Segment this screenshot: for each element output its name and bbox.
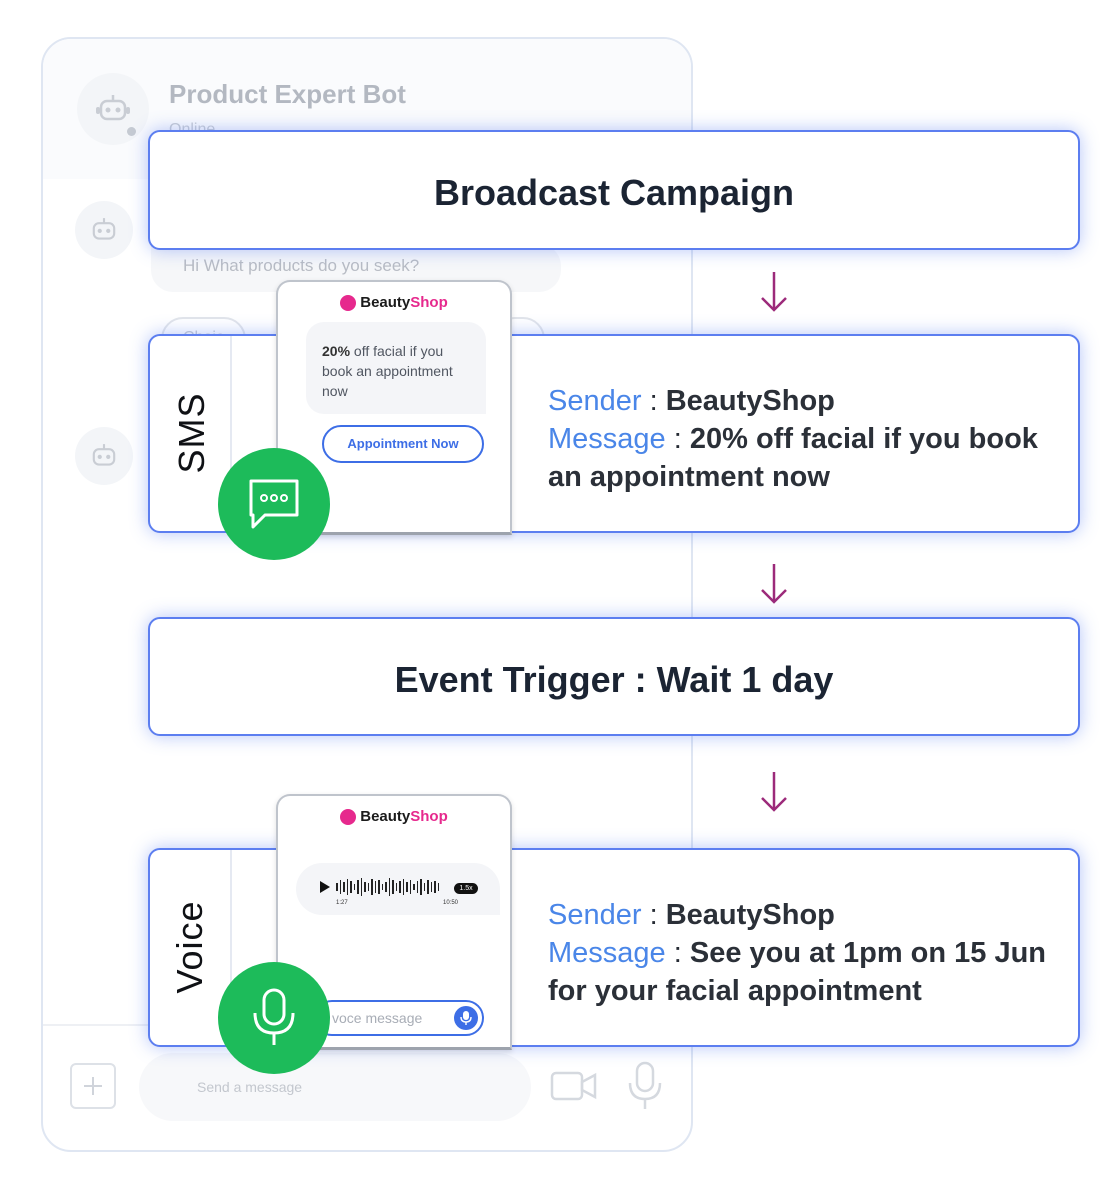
sms-channel-label: SMS [171,392,212,474]
microphone-icon[interactable] [625,1061,665,1116]
sms-bubble-text: off facial if you book an appointment no… [322,343,453,399]
robot-icon [75,201,133,259]
message-value: See you at 1pm on 15 Jun for your facial… [548,937,1047,1007]
separator: : [673,937,682,969]
sender-value: BeautyShop [665,899,835,931]
waveform-bar [420,879,422,895]
waveform-bar [353,884,355,890]
play-icon[interactable] [320,881,330,893]
waveform-bar [388,878,390,896]
voice-channel-label: Voice [169,900,210,994]
voice-input-placeholder: voce message [332,1010,423,1026]
online-indicator [127,127,136,136]
sms-details: Sender : BeautyShop Message : 20% off fa… [548,382,1068,496]
robot-icon [75,427,133,485]
waveform-bar [371,879,373,895]
sender-key: Sender [548,899,642,931]
sender-value: BeautyShop [665,385,835,417]
message-key: Message [548,937,666,969]
waveform-bar [416,881,418,893]
sms-bubble-bold: 20% [322,343,351,359]
waveform-bar [430,882,432,892]
broadcast-campaign-title: Broadcast Campaign [433,172,795,213]
brand-name-part2: Shop [410,294,448,311]
waveform-bar [339,880,341,894]
separator: : [673,423,682,455]
microphone-icon [218,962,330,1074]
sender-key: Sender [548,385,642,417]
plus-icon[interactable] [70,1063,116,1109]
waveform-bar [402,879,404,895]
arrow-down-icon [761,272,787,312]
waveform-bar [427,880,429,894]
waveform-bar [406,882,408,892]
channel-column: SMS [150,336,232,531]
waveform-bar [364,882,366,892]
brand-name-part1: Beauty [360,294,411,311]
waveform-bar [343,882,345,892]
time-elapsed: 1:27 [336,900,348,906]
voice-details: Sender : BeautyShop Message : See you at… [548,896,1068,1010]
event-trigger-box: Event Trigger : Wait 1 day [148,617,1080,736]
time-total: 10:50 [443,900,459,906]
voice-message-bubble: 1.5x 1:27 10:50 [296,863,500,915]
brand-name-part1: Beauty [360,808,411,825]
waveform-bar [350,881,352,893]
waveform-bar [357,880,359,894]
waveform-bar [423,883,425,891]
brand-logo-icon [340,808,357,825]
playback-speed[interactable]: 1.5x [454,883,478,894]
waveform-bar [367,883,369,891]
message-value: 20% off facial if you book an appointmen… [548,423,1038,493]
audio-waveform [336,877,439,897]
waveform-bar [434,881,436,893]
channel-column: Voice [150,850,232,1045]
sms-message-bubble: 20% off facial if you book an appointmen… [306,322,486,414]
microphone-icon[interactable] [454,1006,478,1030]
waveform-bar [399,881,401,893]
waveform-bar [378,880,380,894]
appointment-now-button[interactable]: Appointment Now [322,425,484,463]
waveform-bar [395,883,397,891]
brand-name-part2: Shop [410,808,448,825]
waveform-bar [374,881,376,893]
event-trigger-title: Event Trigger : Wait 1 day [394,659,834,700]
waveform-bar [409,880,411,894]
voice-message-input[interactable]: voce message [314,1000,484,1036]
waveform-bar [336,883,338,891]
waveform-bar [392,880,394,894]
waveform-bar [360,878,362,896]
arrow-down-icon [761,772,787,812]
waveform-bar [413,884,415,890]
separator: : [649,385,658,417]
message-key: Message [548,423,666,455]
arrow-down-icon [761,564,787,604]
waveform-bar [381,884,383,890]
waveform-bar [437,883,439,891]
separator: : [649,899,658,931]
broadcast-campaign-box: Broadcast Campaign [148,130,1080,250]
waveform-bar [385,882,387,892]
video-camera-icon[interactable] [550,1069,598,1108]
message-input[interactable]: Send a message [139,1053,531,1121]
waveform-bar [346,879,348,895]
brand-logo-icon [340,294,357,311]
chat-bubble-icon [218,448,330,560]
robot-icon [77,73,149,145]
bot-name: Product Expert Bot [169,79,406,109]
